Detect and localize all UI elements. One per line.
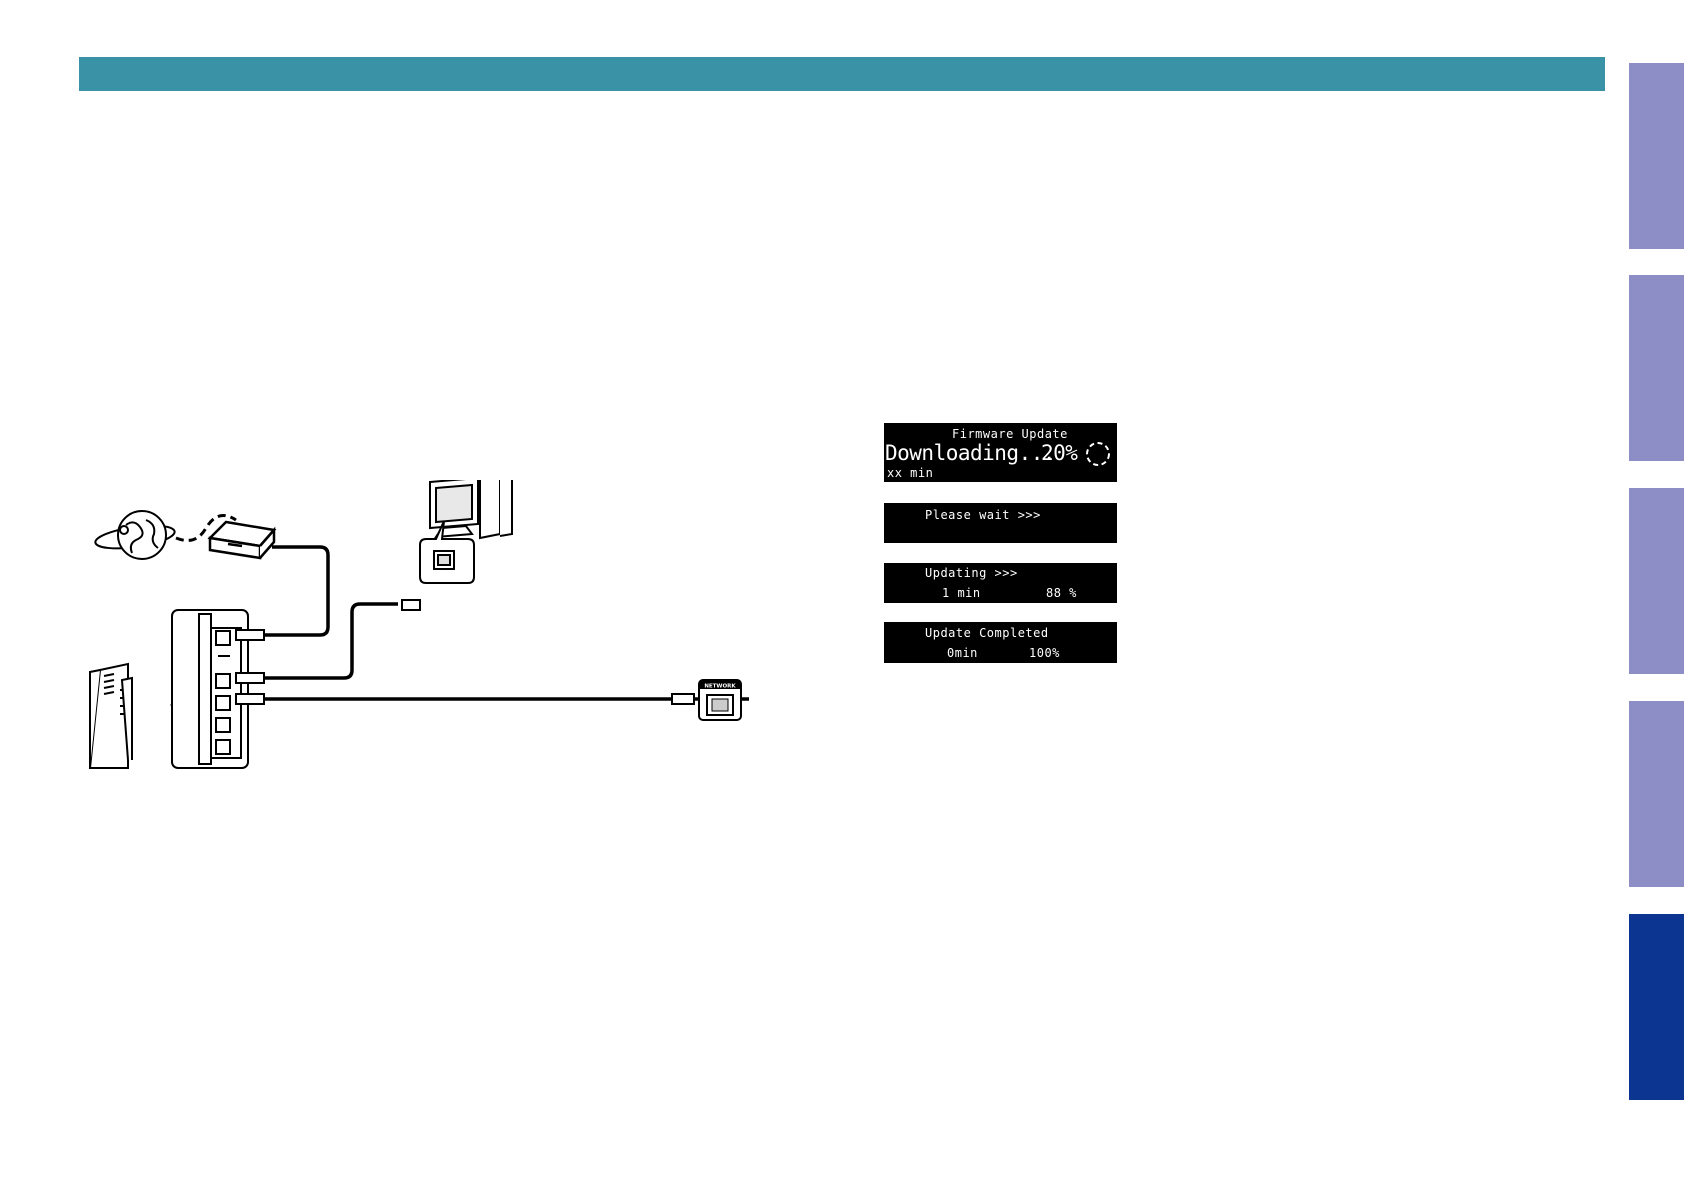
- spinner-icon: [1084, 440, 1112, 468]
- side-tab-2[interactable]: [1629, 275, 1684, 461]
- modem-icon: [210, 522, 274, 558]
- side-tab-1[interactable]: [1629, 63, 1684, 249]
- section-header-bar: [79, 57, 1605, 91]
- lcd-percent: 88 %: [1046, 587, 1077, 599]
- lcd-update-completed: Update Completed 0min 100%: [884, 622, 1117, 663]
- network-cables: [264, 547, 749, 699]
- lcd-percent: 20%: [1041, 443, 1077, 464]
- lcd-firmware-update: Firmware Update Downloading... 20% xx mi…: [884, 423, 1117, 482]
- lcd-title: Please wait >>>: [925, 509, 1041, 521]
- lcd-percent: 100%: [1029, 647, 1060, 659]
- lcd-time: 0min: [947, 647, 978, 659]
- lcd-please-wait: Please wait >>>: [884, 503, 1117, 543]
- cable-plugs: [236, 600, 694, 704]
- lcd-time: xx min: [887, 467, 933, 479]
- lcd-main-status: Downloading...: [885, 443, 1055, 464]
- lcd-title: Firmware Update: [952, 428, 1068, 440]
- lcd-title: Updating >>>: [925, 567, 1018, 579]
- lcd-title: Update Completed: [925, 627, 1049, 639]
- network-port-label: NETWORK: [704, 684, 736, 690]
- network-port-icon: NETWORK: [699, 680, 741, 720]
- side-tab-5-active[interactable]: [1629, 914, 1684, 1100]
- side-tab-4[interactable]: [1629, 701, 1684, 887]
- lcd-time: 1 min: [942, 587, 981, 599]
- internet-globe-icon: [94, 511, 176, 559]
- network-connection-diagram: NETWORK: [80, 480, 780, 780]
- router-icon: [90, 664, 132, 768]
- lcd-updating: Updating >>> 1 min 88 %: [884, 563, 1117, 603]
- side-tab-3[interactable]: [1629, 488, 1684, 674]
